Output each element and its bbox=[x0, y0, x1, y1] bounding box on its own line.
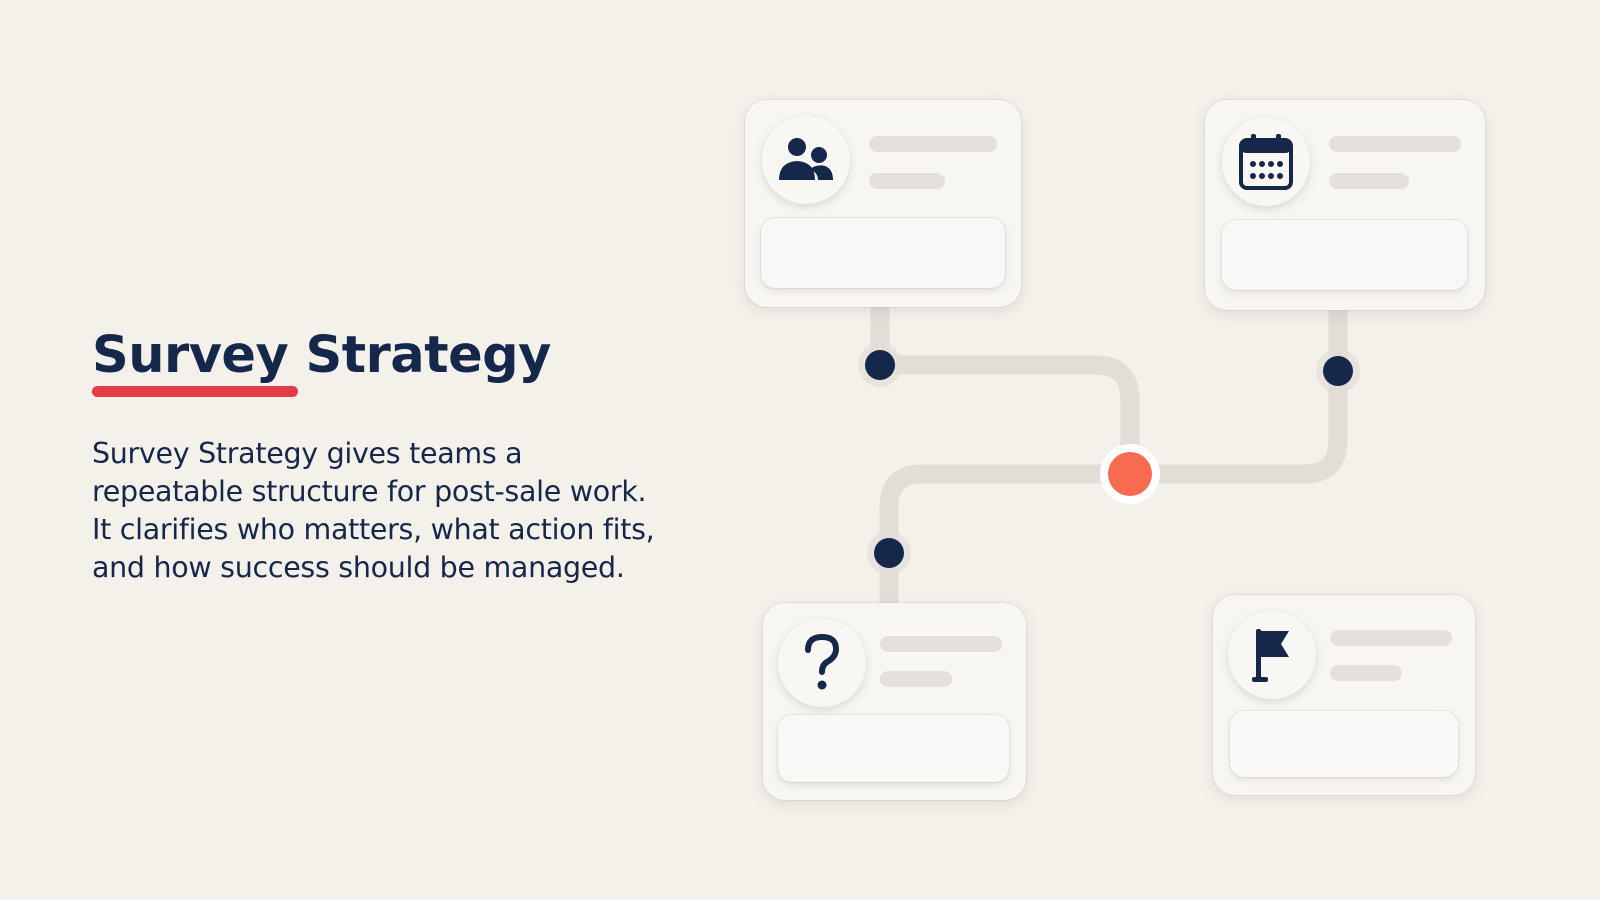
path-people-to-hub bbox=[870, 295, 1140, 474]
title-underline bbox=[92, 386, 298, 397]
people-icon-circle bbox=[762, 116, 850, 204]
flag-icon-circle bbox=[1228, 611, 1316, 699]
path-calendar-to-hub bbox=[1130, 298, 1348, 484]
text-column: Survey Strategy Survey Strategy gives te… bbox=[92, 326, 672, 587]
calendar-icon bbox=[1239, 134, 1293, 190]
people-icon bbox=[779, 138, 833, 180]
node-dot bbox=[1323, 356, 1353, 386]
description: Survey Strategy gives teams a repeatable… bbox=[92, 437, 655, 584]
card-calendar bbox=[1205, 100, 1485, 310]
text-placeholder bbox=[1330, 630, 1452, 646]
card-question bbox=[763, 603, 1026, 800]
page-title: Survey Strategy bbox=[92, 326, 551, 385]
content-panel bbox=[1230, 711, 1458, 777]
question-icon bbox=[805, 634, 840, 690]
content-panel bbox=[761, 218, 1005, 288]
text-placeholder bbox=[1329, 173, 1409, 189]
flag-icon bbox=[1252, 629, 1289, 682]
node-dot bbox=[874, 538, 904, 568]
calendar-icon-circle bbox=[1222, 118, 1310, 206]
text-placeholder bbox=[869, 173, 945, 189]
hub-node bbox=[1108, 452, 1152, 496]
text-placeholder bbox=[880, 671, 952, 687]
node-dot bbox=[865, 350, 895, 380]
text-placeholder bbox=[869, 136, 997, 152]
question-icon-circle bbox=[778, 619, 866, 707]
content-panel bbox=[778, 715, 1009, 782]
text-placeholder bbox=[1329, 136, 1461, 152]
card-flag bbox=[1213, 595, 1475, 795]
text-placeholder bbox=[1330, 665, 1402, 681]
text-placeholder bbox=[880, 636, 1002, 652]
card-people bbox=[745, 100, 1021, 307]
content-panel bbox=[1222, 220, 1467, 290]
path-hub-to-question bbox=[879, 464, 1130, 605]
